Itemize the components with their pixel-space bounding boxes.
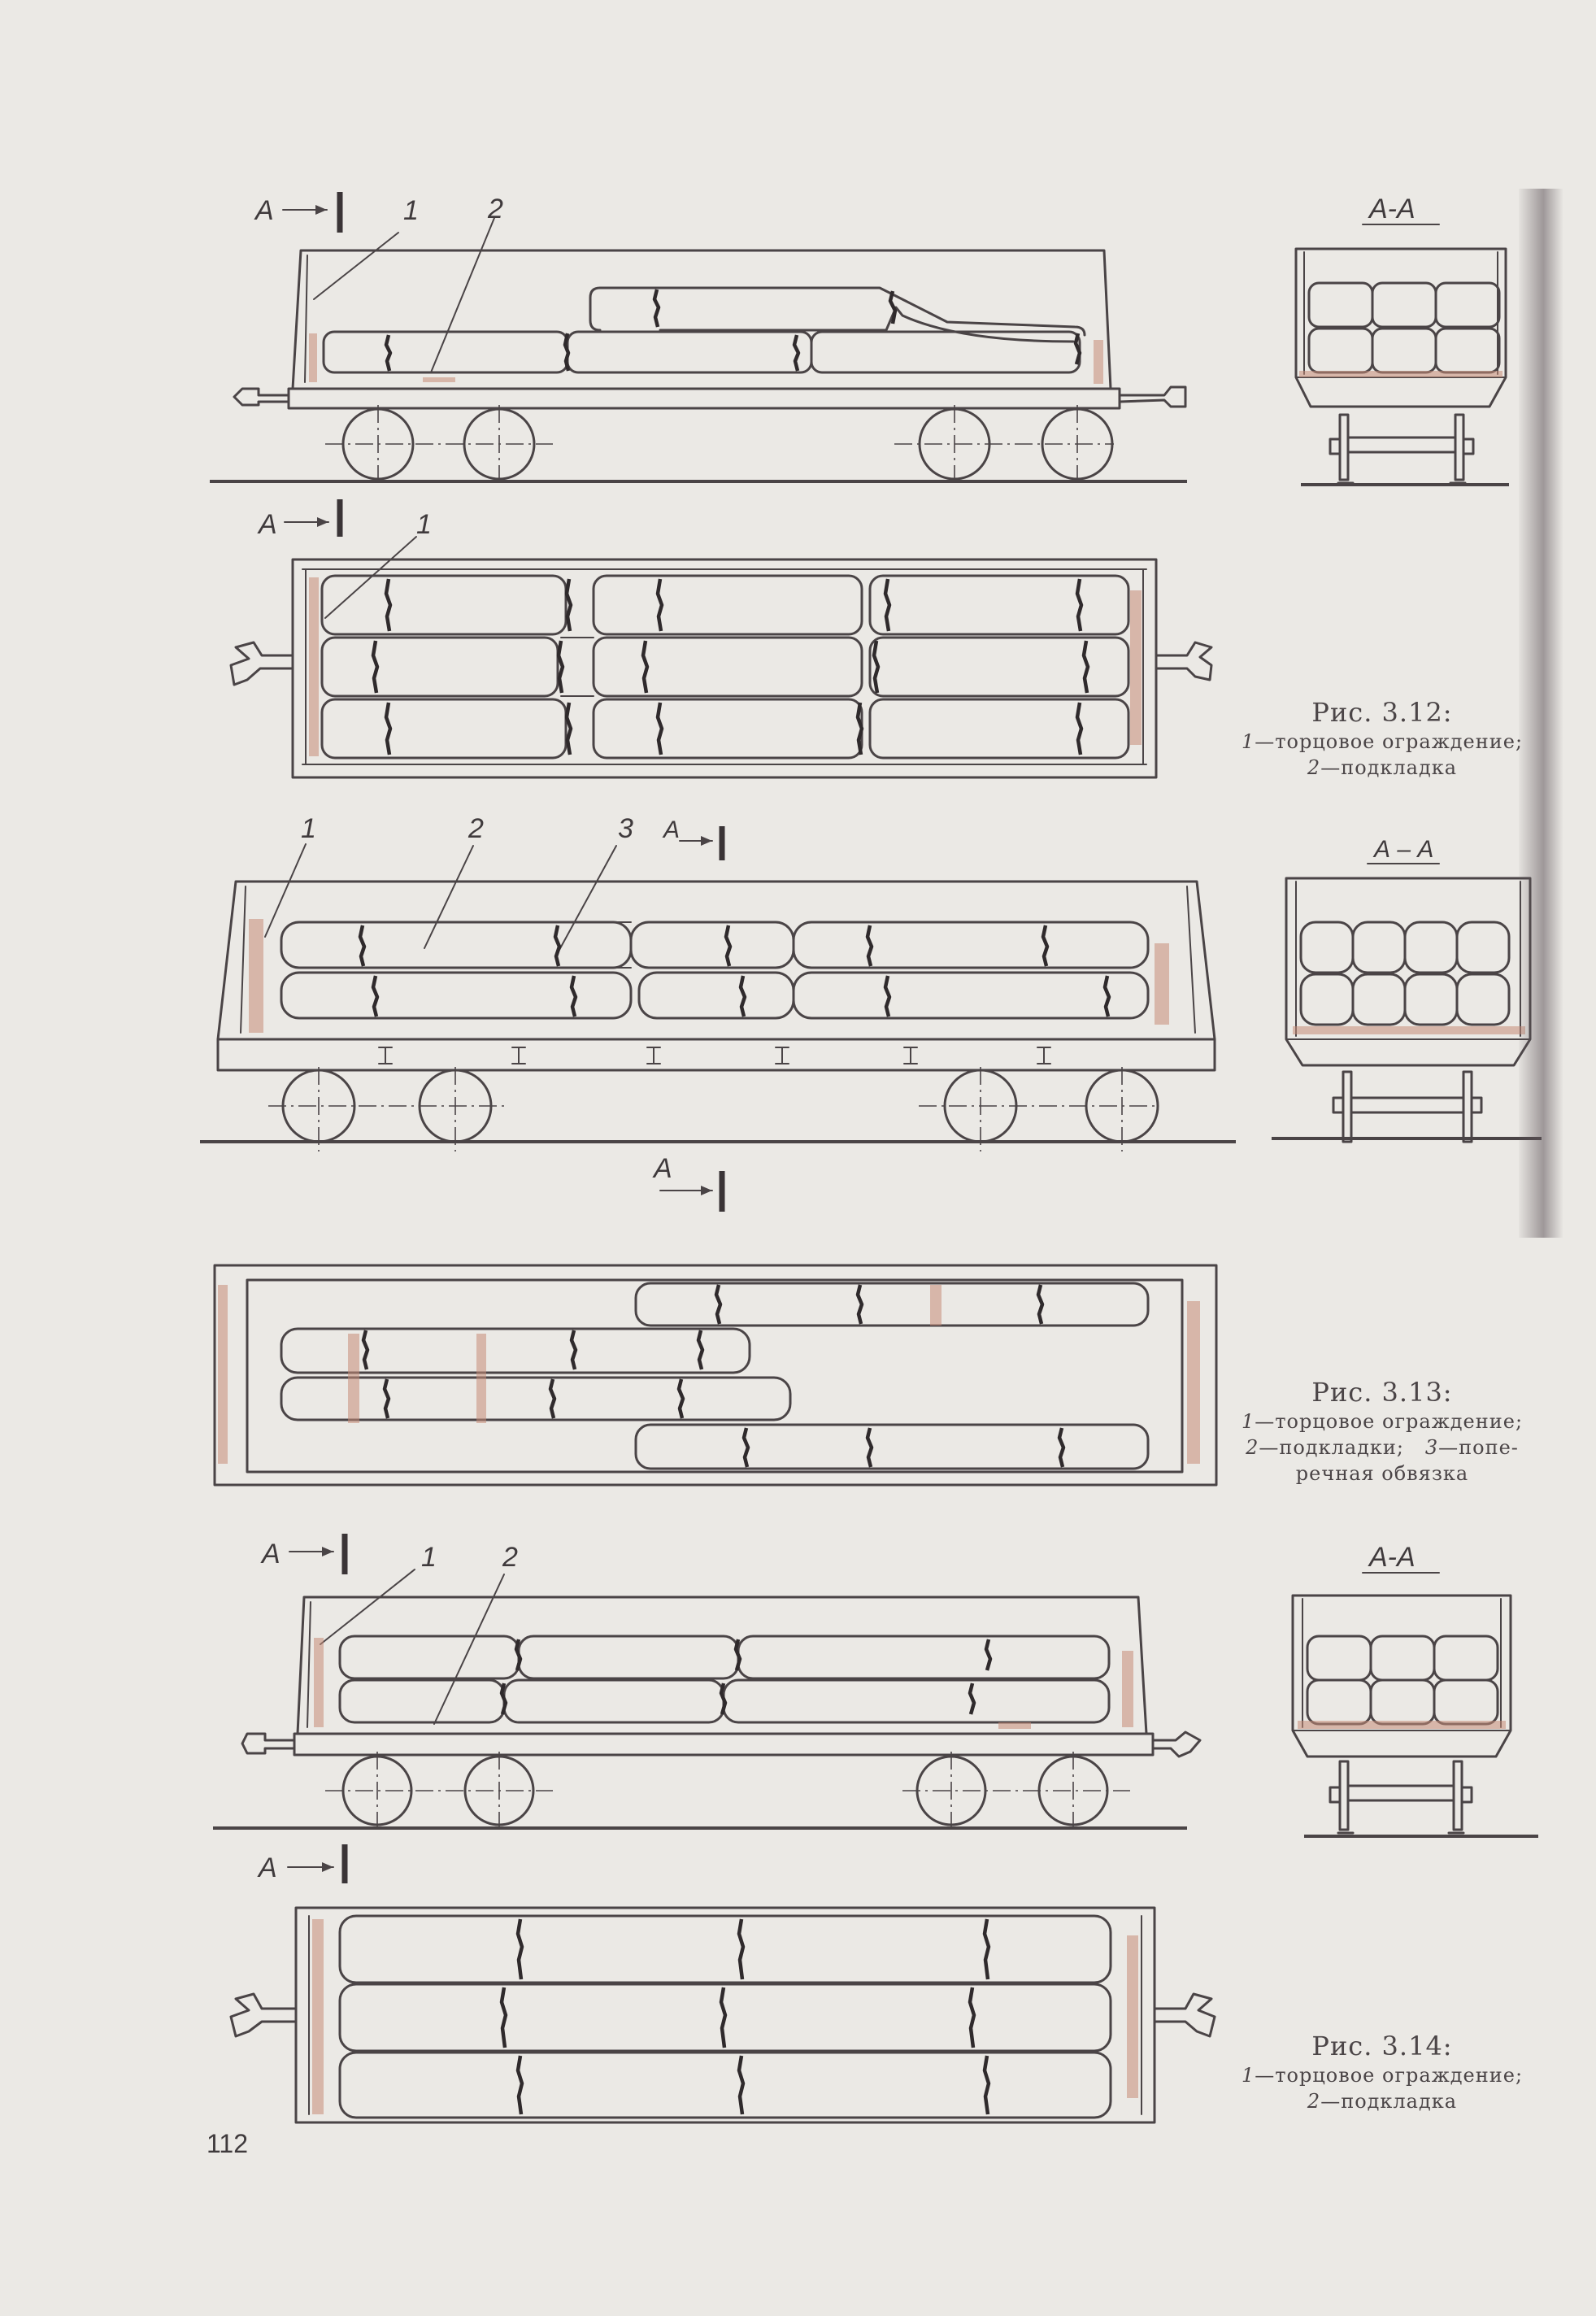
fig-3-13-callout-2: 2 [467, 813, 484, 844]
fig-3-12-section-mark-plan: A [257, 509, 277, 540]
binding-shadow [1519, 189, 1563, 1238]
fig-3-13-plan-view [215, 1265, 1216, 1485]
fig-3-14-section-view: А-А [1293, 1542, 1538, 1836]
fig-3-13-section-mark-top: A [662, 816, 680, 843]
fig-3-14-callout-1: 1 [421, 1542, 437, 1573]
fig-3-12-section-mark-side: A [254, 195, 274, 226]
fig-3-14-legend-line-2: 2—подкладка [1220, 2088, 1545, 2114]
page-number: 112 [207, 2129, 249, 2158]
fig-3-14-side-view: A 1 2 [213, 1534, 1200, 1835]
fig-3-14-title: Рис. 3.14: [1311, 2031, 1453, 2061]
fig-3-13-title: Рис. 3.13: [1311, 1377, 1453, 1408]
fig-3-13-legend-line-2: 2—подкладки; 3—попе- [1220, 1434, 1545, 1461]
fig-3-12-side-view: 1 2 A [210, 192, 1187, 488]
fig-3-14-callout-2: 2 [502, 1542, 518, 1573]
fig-3-13-section-title: А – А [1372, 836, 1433, 863]
fig-3-13-legend-line-1: 1—торцовое ограждение; [1220, 1408, 1545, 1434]
fig-3-13-callout-1: 1 [301, 813, 316, 844]
legend-num: 1 [1241, 2064, 1255, 2087]
legend-text: речная обвязка [1295, 1462, 1469, 1485]
fig-3-12-callout-2: 2 [487, 194, 503, 224]
fig-3-14-section-mark-side: A [260, 1539, 280, 1569]
fig-3-12-title: Рис. 3.12: [1311, 697, 1453, 728]
fig-3-14-caption: Рис. 3.14: 1—торцовое ограждение; 2—подк… [1220, 2033, 1545, 2114]
fig-3-13-section-view: А – А [1272, 836, 1542, 1142]
legend-text: —подкладки; [1259, 1436, 1404, 1459]
fig-3-12-legend-line-2: 2—подкладка [1220, 755, 1545, 781]
fig-3-12-section-view: А-А [1296, 194, 1509, 485]
fig-3-13-side-view: 1 2 3 A [200, 813, 1236, 1212]
fig-3-12-plan-callout-1: 1 [416, 509, 432, 540]
fig-3-12-caption: Рис. 3.12: 1—торцовое ограждение; 2—подк… [1220, 699, 1545, 781]
fig-3-12-plan-view: A 1 [231, 499, 1211, 777]
legend-num: 1 [1241, 1410, 1255, 1433]
fig-3-12-callout-1: 1 [403, 195, 419, 226]
fig-3-14-plan-view: A [231, 1844, 1215, 2122]
legend-text: —торцовое ограждение; [1255, 2064, 1524, 2087]
legend-num: 2 [1246, 1436, 1259, 1459]
fig-3-13-section-mark-bottom: A [652, 1153, 672, 1184]
legend-text: —попе- [1438, 1436, 1519, 1459]
fig-3-13-caption: Рис. 3.13: 1—торцовое ограждение; 2—подк… [1220, 1379, 1545, 1487]
legend-num: 2 [1307, 756, 1321, 779]
legend-num: 2 [1307, 2090, 1321, 2113]
legend-text: —торцовое ограждение; [1255, 730, 1524, 753]
fig-3-13-legend-line-3: речная обвязка [1220, 1461, 1545, 1487]
fig-3-14-section-title: А-А [1368, 1542, 1416, 1573]
fig-3-13-callout-3: 3 [618, 813, 633, 844]
fig-3-12-section-title: А-А [1368, 194, 1416, 224]
legend-num: 3 [1424, 1436, 1439, 1459]
fig-3-14-section-mark-plan: A [257, 1852, 277, 1883]
legend-text: —подкладка [1320, 756, 1458, 779]
legend-num: 1 [1241, 730, 1255, 753]
legend-text: —подкладка [1320, 2090, 1458, 2113]
fig-3-14-legend-line-1: 1—торцовое ограждение; [1220, 2062, 1545, 2088]
fig-3-12-legend-line-1: 1—торцовое ограждение; [1220, 729, 1545, 755]
legend-text: —торцовое ограждение; [1255, 1410, 1524, 1433]
